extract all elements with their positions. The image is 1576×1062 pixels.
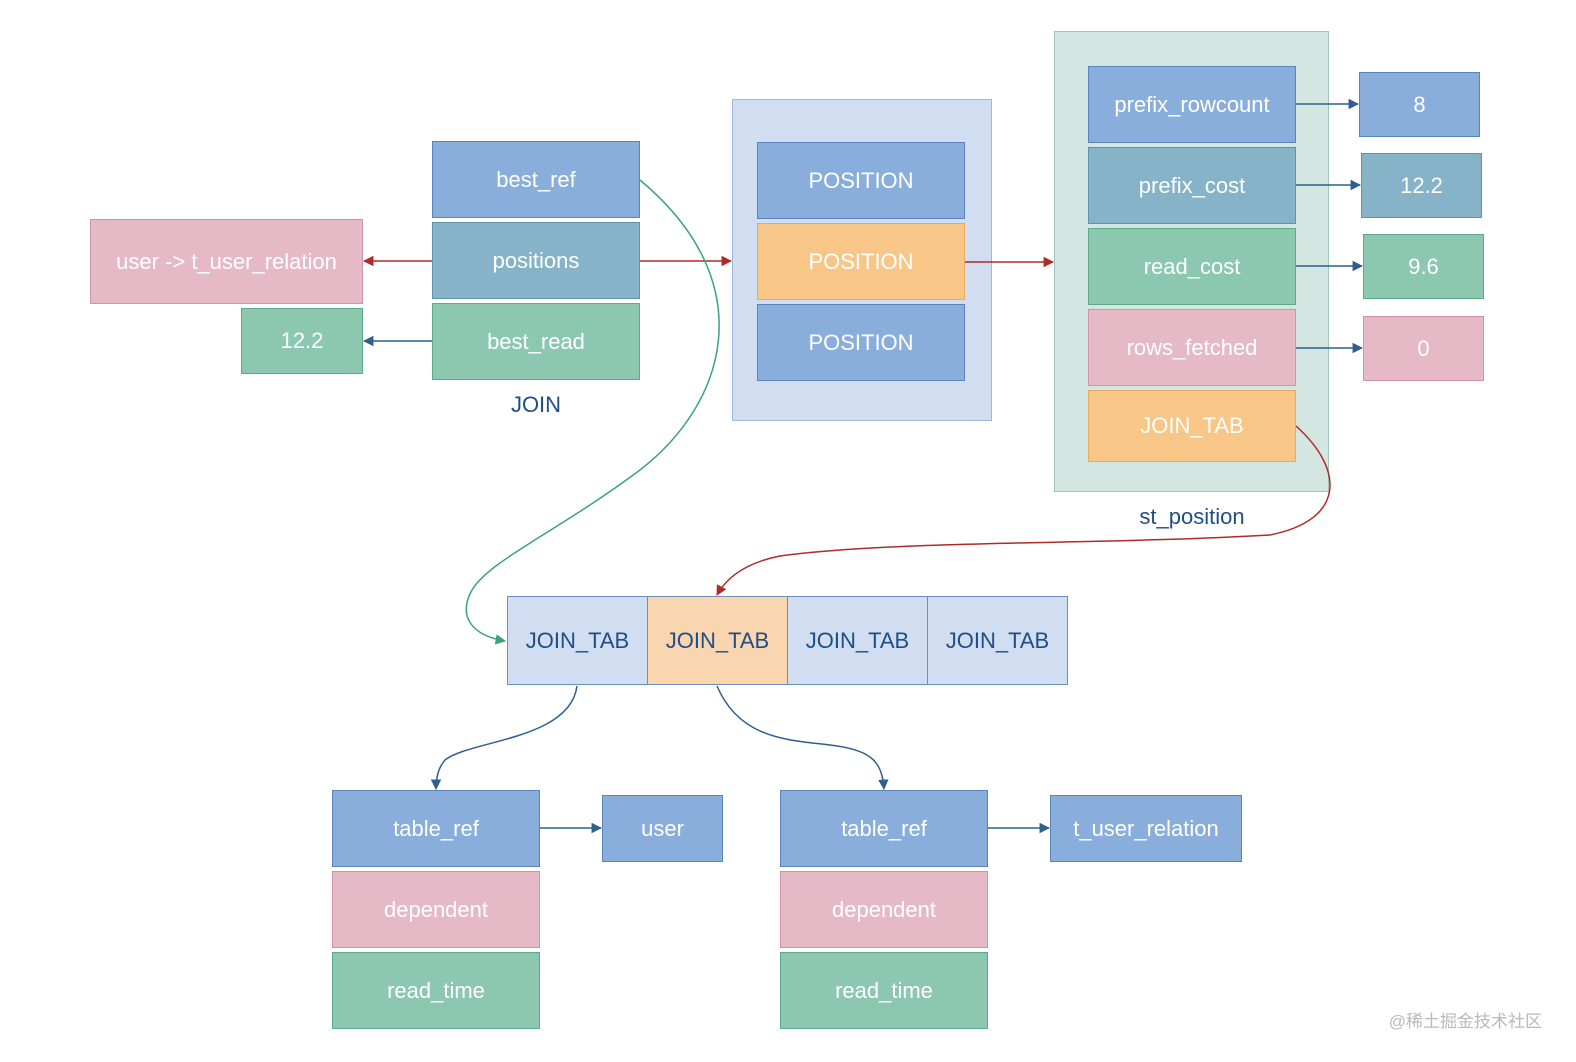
left-table-name: user [602, 795, 723, 862]
join-best-ref: best_ref [432, 141, 640, 218]
join-tab-item-3: JOIN_TAB [787, 596, 928, 685]
position-item-3: POSITION [757, 304, 965, 381]
join-positions: positions [432, 222, 640, 299]
st-prefix-cost: prefix_cost [1088, 147, 1296, 224]
st-read-cost: read_cost [1088, 228, 1296, 305]
left-dependent: dependent [332, 871, 540, 948]
join-caption: JOIN [510, 392, 562, 417]
right-dependent: dependent [780, 871, 988, 948]
join-tab-item-4: JOIN_TAB [927, 596, 1068, 685]
st-prefix-rowcount: prefix_rowcount [1088, 66, 1296, 143]
position-item-2: POSITION [757, 223, 965, 300]
st-position-caption: st_position [1139, 504, 1245, 529]
value-rows-fetched: 0 [1363, 316, 1484, 381]
left-read-time: read_time [332, 952, 540, 1029]
st-rows-fetched: rows_fetched [1088, 309, 1296, 386]
join-tab-item-1: JOIN_TAB [507, 596, 648, 685]
value-prefix-rowcount: 8 [1359, 72, 1480, 137]
left-table-ref: table_ref [332, 790, 540, 867]
right-read-time: read_time [780, 952, 988, 1029]
st-join-tab: JOIN_TAB [1088, 390, 1296, 462]
tables-target-box: user -> t_user_relation [90, 219, 363, 304]
right-table-ref: table_ref [780, 790, 988, 867]
join-best-read: best_read [432, 303, 640, 380]
arrow-best-ref-to-join-tab [465, 179, 720, 645]
value-read-cost: 9.6 [1363, 234, 1484, 299]
join-tab-item-2: JOIN_TAB [647, 596, 788, 685]
best-read-value-box: 12.2 [241, 308, 363, 374]
right-table-name: t_user_relation [1050, 795, 1242, 862]
arrow-join-tab-to-right-table-ref [716, 685, 889, 791]
arrow-join-tab-to-left-table-ref [430, 685, 578, 791]
value-prefix-cost: 12.2 [1361, 153, 1482, 218]
watermark: @稀土掘金技术社区 [1388, 1012, 1542, 1031]
arrow-st-join-tab-to-array [716, 425, 1331, 596]
position-item-1: POSITION [757, 142, 965, 219]
